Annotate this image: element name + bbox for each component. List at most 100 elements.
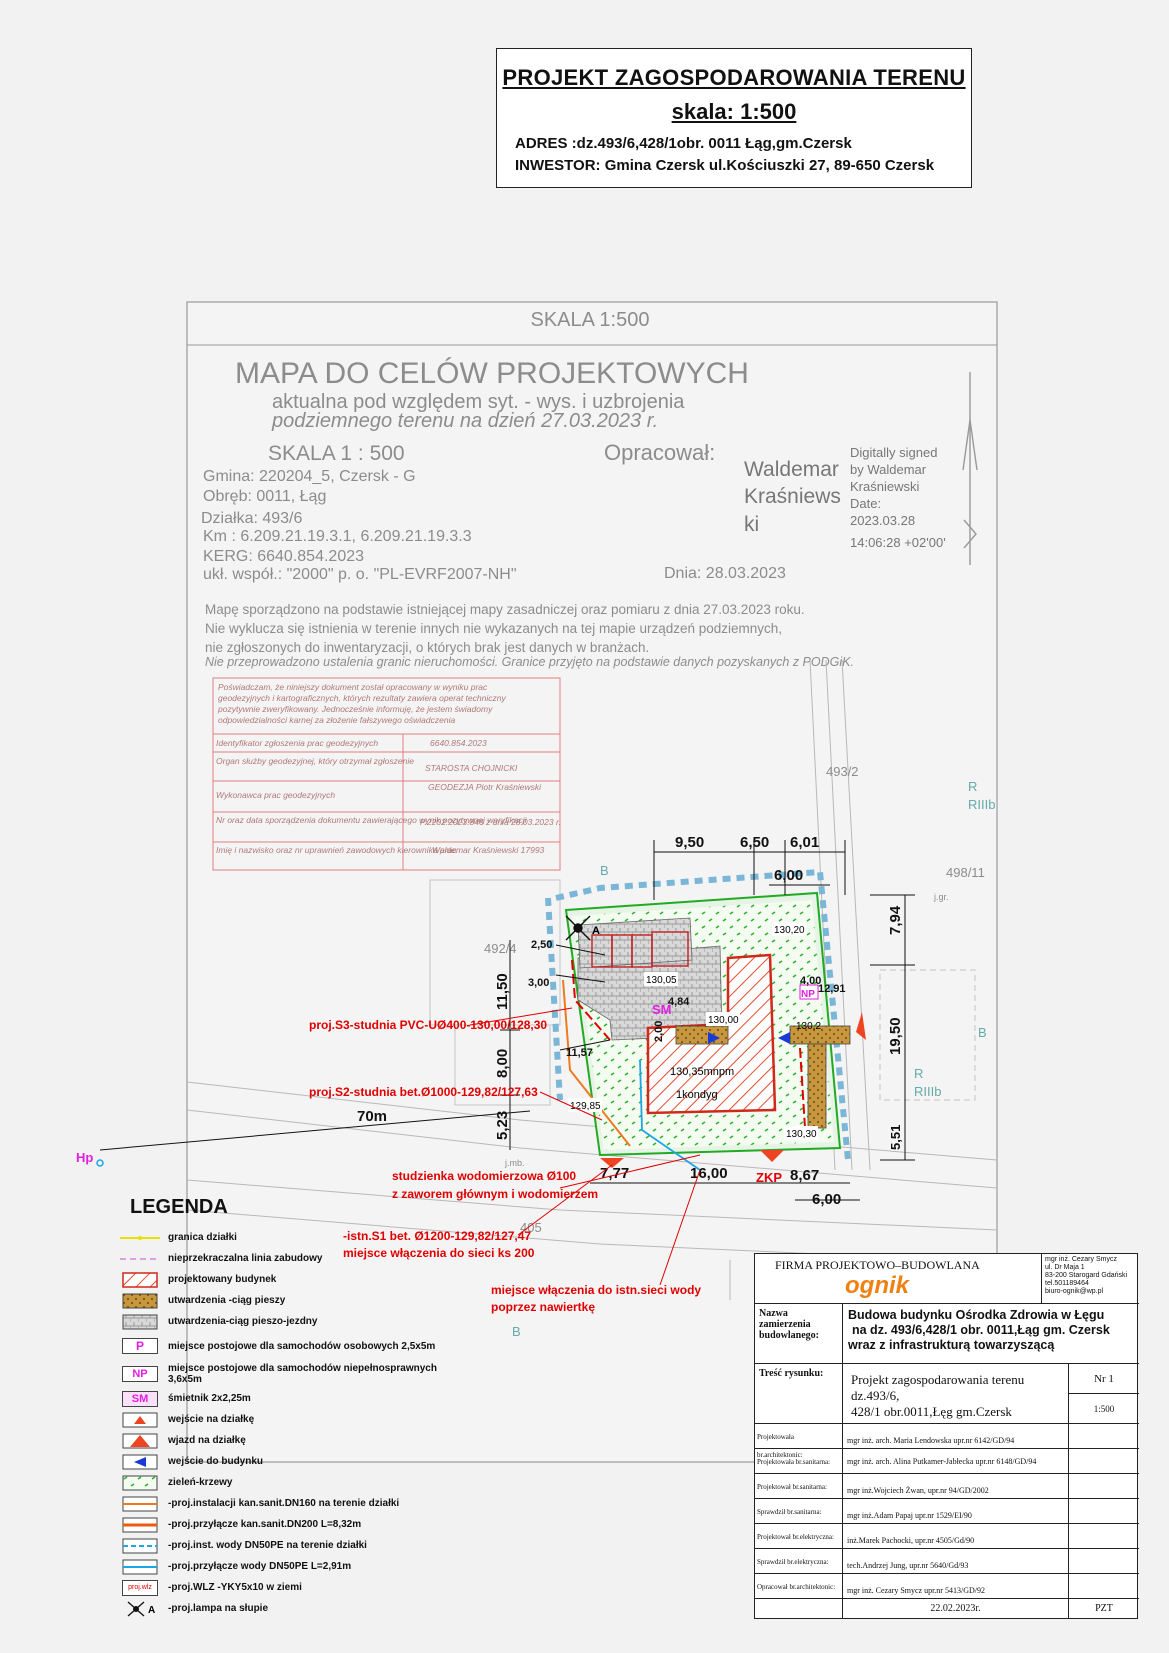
row-sign — [1069, 1474, 1139, 1499]
row-key: Projektował br.sanitarna: — [755, 1474, 843, 1499]
signature-name-1: Waldemar — [744, 458, 839, 481]
project-scale: skala: 1:500 — [671, 99, 797, 124]
legend-item: wjazd na działkę — [120, 1430, 450, 1451]
svg-text:Identyfikator zgłoszenia prac: Identyfikator zgłoszenia prac geodezyjny… — [216, 738, 378, 748]
drawing-content: Projekt zagospodarowania terenu dz.493/6… — [843, 1364, 1069, 1424]
walkway-icon — [120, 1293, 160, 1309]
signature-line-5: 2023.03.28 — [850, 513, 915, 528]
svg-text:6,01: 6,01 — [790, 834, 819, 851]
signature-line-1: Digitally signed — [850, 445, 937, 460]
svg-text:poprzez nawiertkę: poprzez nawiertkę — [491, 1300, 595, 1314]
signature-line-6: 14:06:28 +02'00' — [850, 535, 946, 550]
legend: LEGENDA granica działki nieprzekraczalna… — [120, 1196, 450, 1619]
parcel-labels: 493/2 R RIIIb 498/11 j.gr. 492/4 B B R R… — [484, 764, 995, 1357]
svg-text:8,67: 8,67 — [790, 1167, 819, 1184]
water-pipe — [639, 1059, 701, 1171]
legend-item: nieprzekraczalna linia zabudowy — [120, 1248, 450, 1269]
walkway-1 — [675, 1025, 729, 1045]
sewer-internal-icon — [120, 1496, 160, 1512]
legend-item: granica działki — [120, 1227, 450, 1248]
svg-text:B: B — [512, 1324, 521, 1339]
firm-name: FIRMA PROJEKTOWO–BUDOWLANA — [775, 1258, 980, 1272]
svg-text:2,50: 2,50 — [531, 939, 552, 951]
svg-text:Imię i nazwisko oraz nr uprawn: Imię i nazwisko oraz nr uprawnień zawodo… — [216, 845, 457, 855]
project-title: PROJEKT ZAGOSPODAROWANIA TERENU — [502, 65, 966, 90]
map-km: Km : 6.209.21.19.3.1, 6.209.21.19.3.3 — [203, 528, 472, 545]
svg-text:geodezyjnych i kartograficznyc: geodezyjnych i kartograficznych, których… — [218, 693, 506, 703]
svg-text:Nr oraz data sporządzenia doku: Nr oraz data sporządzenia dokumentu zawi… — [216, 815, 528, 825]
svg-text:j.mb.: j.mb. — [504, 1158, 525, 1168]
project-address: ADRES :dz.493/6,428/1obr. 0011 Łąg,gm.Cz… — [515, 135, 852, 152]
svg-text:19,50: 19,50 — [887, 1017, 904, 1055]
map-kerg: KERG: 6640.854.2023 — [203, 548, 364, 565]
map-subtitle-1: aktualna pod względem syt. - wys. i uzbr… — [272, 391, 685, 413]
greenery-icon — [120, 1475, 160, 1491]
legend-item: -proj.inst. wody DN50PE na terenie dział… — [120, 1535, 450, 1556]
parking-icon: P — [120, 1338, 160, 1354]
dimension-values: 9,50 6,50 6,01 6,00 7,94 19,50 5,51 11,5… — [357, 834, 904, 1208]
drawing-scale: 1:500 — [1069, 1394, 1139, 1424]
svg-text:130,20: 130,20 — [774, 925, 805, 936]
svg-text:129,85: 129,85 — [570, 1101, 601, 1112]
svg-text:6,00: 6,00 — [812, 1191, 841, 1208]
svg-text:493/2: 493/2 — [826, 764, 859, 779]
svg-text:-istn.S1 bet. Ø1200-129,82/127: -istn.S1 bet. Ø1200-129,82/127,47 — [343, 1229, 531, 1243]
legend-item: utwardzenia -ciąg pieszy — [120, 1290, 450, 1311]
firm-address: mgr inż. Cezary Smycz ul. Dr Maja 1 83-2… — [1042, 1254, 1139, 1304]
row-value: mgr inż.Wojciech Żwan, upr.nr 94/GD/2002 — [843, 1474, 1069, 1499]
map-dnia: Dnia: 28.03.2023 — [664, 565, 786, 582]
row-sign — [1069, 1574, 1139, 1599]
legend-item: proj.wlz -proj.WLZ -YKY5x10 w ziemi — [120, 1577, 450, 1598]
signature-line-3: Kraśniewski — [850, 479, 919, 494]
map-obreb: Obręb: 0011, Łąg — [203, 488, 326, 505]
svg-text:6640.854.2023: 6640.854.2023 — [430, 738, 487, 748]
svg-text:130,2: 130,2 — [796, 1021, 821, 1032]
row-key: Sprawdził br.elektryczna: — [755, 1549, 843, 1574]
row-sign — [1069, 1499, 1139, 1524]
label-nazwa: Nazwa zamierzenia budowlanego: — [755, 1304, 843, 1364]
svg-text:405: 405 — [520, 1220, 542, 1235]
svg-text:7,94: 7,94 — [887, 905, 904, 935]
row-key: Projektował br.elektryczna: — [755, 1524, 843, 1549]
svg-text:proj.S3-studnia PVC-UØ400-130,: proj.S3-studnia PVC-UØ400-130,00/128,30 — [309, 1018, 547, 1032]
svg-text:12,91: 12,91 — [818, 983, 846, 995]
sewer-connection-icon — [120, 1517, 160, 1533]
map-dzialka: Działka: 493/6 — [201, 510, 302, 527]
svg-text:GEODEZJA Piotr Kraśniewski: GEODEZJA Piotr Kraśniewski — [428, 782, 542, 792]
map-skala-top: SKALA 1:500 — [531, 309, 650, 331]
svg-text:5,23: 5,23 — [494, 1111, 511, 1140]
svg-text:130,30: 130,30 — [786, 1129, 817, 1140]
building-floors: 1kondyg — [676, 1089, 718, 1101]
svg-text:5,51: 5,51 — [888, 1125, 903, 1150]
drawing-number: Nr 1 — [1069, 1364, 1139, 1394]
legend-title: LEGENDA — [130, 1196, 228, 1218]
row-key: Opracował br.architektonic: — [755, 1574, 843, 1599]
sewer-pipe — [562, 979, 631, 1147]
legend-item: utwardzenia-ciąg pieszo-jezdny — [120, 1311, 450, 1332]
row-key: Sprawdził br.sanitarna: — [755, 1499, 843, 1524]
map-note-3: nie zgłoszonych do inwentaryzacji, o któ… — [205, 640, 649, 655]
svg-text:A: A — [148, 1605, 155, 1616]
svg-text:B: B — [978, 1025, 987, 1040]
svg-text:2,00: 2,00 — [653, 1021, 665, 1042]
map-note-4: Nie przeprowadzono ustalenia granic nier… — [205, 655, 854, 669]
row-key: Projektowała br.sanitarna: — [755, 1449, 843, 1474]
vehicle-entry-triangle-icon — [120, 1433, 160, 1449]
row-key: Projektowała br.architektonic: — [755, 1424, 843, 1459]
svg-text:Wykonawca prac geodezyjnych: Wykonawca prac geodezyjnych — [216, 790, 335, 800]
svg-text:RIIIb: RIIIb — [968, 797, 995, 812]
row-value: mgr inż. arch. Alina Putkamer-Jabłecka u… — [843, 1449, 1069, 1474]
plot-entry-icon — [600, 1158, 624, 1168]
legend-item: projektowany budynek — [120, 1269, 450, 1290]
legend-item: -proj.instalacji kan.sanit.DN160 na tere… — [120, 1493, 450, 1514]
building-line-icon — [120, 1251, 160, 1267]
project-name: Budowa budynku Ośrodka Zdrowia w Łęgu na… — [843, 1304, 1139, 1364]
drawing-date: 22.02.2023r. — [843, 1599, 1069, 1619]
svg-text:miejsce włączenia do istn.siec: miejsce włączenia do istn.sieci wody — [491, 1283, 701, 1297]
building-line — [555, 868, 851, 1161]
red-callouts: proj.S3-studnia PVC-UØ400-130,00/128,30 … — [309, 1018, 701, 1314]
map-note-2: Nie wyklucza się istnienia w terenie inn… — [205, 621, 782, 636]
plan-np-label: NP — [801, 989, 815, 1000]
signature-name-2: Kraśniews — [744, 485, 841, 508]
hatched-building-icon — [120, 1271, 160, 1288]
